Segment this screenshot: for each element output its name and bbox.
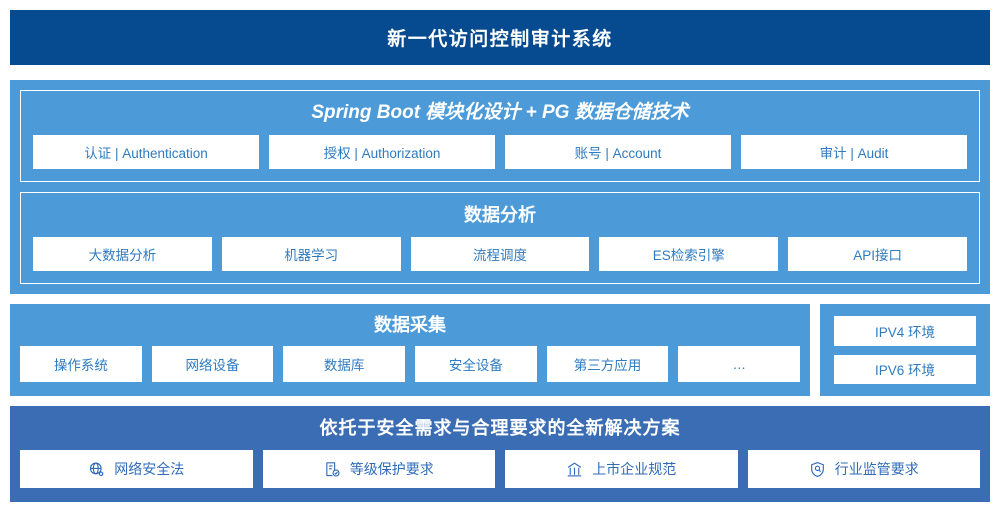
collection-item-label: 安全设备 [448, 358, 503, 373]
platform-item-audit[interactable]: 审计 | Audit [741, 135, 967, 169]
compliance-items-row: 网络安全法 等级保护要求 [20, 450, 980, 488]
compliance-panel: 依托于安全需求与合理要求的全新解决方案 网络安全法 [10, 406, 990, 502]
platform-group: Spring Boot 模块化设计 + PG 数据仓储技术 认证 | Authe… [20, 90, 980, 182]
analysis-item-machine-learning[interactable]: 机器学习 [221, 237, 401, 271]
globe-icon [88, 461, 105, 478]
collection-group-title: 数据采集 [374, 315, 446, 335]
collection-item-label: 数据库 [323, 358, 365, 373]
bank-building-icon [566, 461, 583, 478]
collection-row: 数据采集 操作系统 网络设备 数据库 安全设备 第三方应用 … [10, 304, 990, 396]
platform-group-title: Spring Boot 模块化设计 + PG 数据仓储技术 [311, 102, 689, 123]
platform-item-label: 认证 | Authentication [84, 146, 208, 161]
collection-item-database[interactable]: 数据库 [283, 346, 406, 382]
analysis-item-label: ES检索引擎 [652, 248, 725, 263]
header-band: 新一代访问控制审计系统 [10, 10, 990, 65]
shield-search-icon [809, 461, 826, 478]
compliance-item-industry-regulation[interactable]: 行业监管要求 [747, 450, 980, 488]
collection-item-label: … [732, 356, 746, 372]
ip-environment-item-ipv4[interactable]: IPV4 环境 [834, 316, 976, 346]
ip-environment-label: IPV4 环境 [874, 324, 936, 340]
analysis-group-title: 数据分析 [464, 205, 536, 225]
analysis-item-es-search[interactable]: ES检索引擎 [599, 237, 779, 271]
page-title: 新一代访问控制审计系统 [387, 29, 613, 50]
compliance-item-classified-protection[interactable]: 等级保护要求 [262, 450, 495, 488]
platform-item-authorization[interactable]: 授权 | Authorization [269, 135, 495, 169]
compliance-group-title: 依托于安全需求与合理要求的全新解决方案 [319, 418, 681, 438]
collection-item-more[interactable]: … [678, 346, 801, 382]
analysis-item-label: 机器学习 [284, 248, 339, 263]
collection-panel: 数据采集 操作系统 网络设备 数据库 安全设备 第三方应用 … [10, 304, 810, 396]
platform-item-label: 审计 | Audit [819, 146, 889, 161]
analysis-item-label: API接口 [853, 248, 902, 263]
platform-item-label: 账号 | Account [574, 146, 662, 161]
collection-item-third-party-app[interactable]: 第三方应用 [546, 346, 669, 382]
analysis-item-process-scheduling[interactable]: 流程调度 [410, 237, 590, 271]
analysis-item-bigdata[interactable]: 大数据分析 [33, 237, 212, 271]
compliance-item-listed-enterprise[interactable]: 上市企业规范 [505, 450, 738, 488]
compliance-item-label: 等级保护要求 [349, 461, 434, 477]
compliance-item-label: 行业监管要求 [834, 461, 919, 477]
compliance-item-cybersecurity-law[interactable]: 网络安全法 [20, 450, 253, 488]
ip-environment-item-ipv6[interactable]: IPV6 环境 [834, 354, 976, 384]
compliance-item-label: 网络安全法 [114, 461, 185, 477]
platform-item-account[interactable]: 账号 | Account [505, 135, 731, 169]
ip-environment-label: IPV6 环境 [874, 363, 936, 379]
collection-item-operating-system[interactable]: 操作系统 [20, 346, 142, 382]
collection-item-label: 操作系统 [53, 358, 108, 373]
collection-item-label: 第三方应用 [573, 358, 642, 373]
document-check-icon [324, 461, 341, 478]
collection-item-security-device[interactable]: 安全设备 [415, 346, 537, 382]
platform-item-authentication[interactable]: 认证 | Authentication [33, 135, 259, 169]
platform-item-label: 授权 | Authorization [323, 146, 441, 161]
platform-items-row: 认证 | Authentication 授权 | Authorization 账… [33, 135, 967, 169]
collection-items-row: 操作系统 网络设备 数据库 安全设备 第三方应用 … [20, 346, 801, 382]
collection-item-network-device[interactable]: 网络设备 [151, 346, 274, 382]
collection-item-label: 网络设备 [185, 358, 240, 373]
analysis-item-label: 大数据分析 [88, 248, 157, 263]
compliance-item-label: 上市企业规范 [592, 461, 677, 477]
analysis-item-label: 流程调度 [472, 248, 527, 263]
platform-analysis-panel: Spring Boot 模块化设计 + PG 数据仓储技术 认证 | Authe… [10, 80, 990, 294]
analysis-item-api[interactable]: API接口 [788, 237, 967, 271]
ip-environment-panel: IPV4 环境 IPV6 环境 [820, 304, 990, 396]
analysis-group: 数据分析 大数据分析 机器学习 流程调度 ES检索引擎 API接口 [20, 192, 980, 284]
analysis-items-row: 大数据分析 机器学习 流程调度 ES检索引擎 API接口 [33, 237, 967, 271]
